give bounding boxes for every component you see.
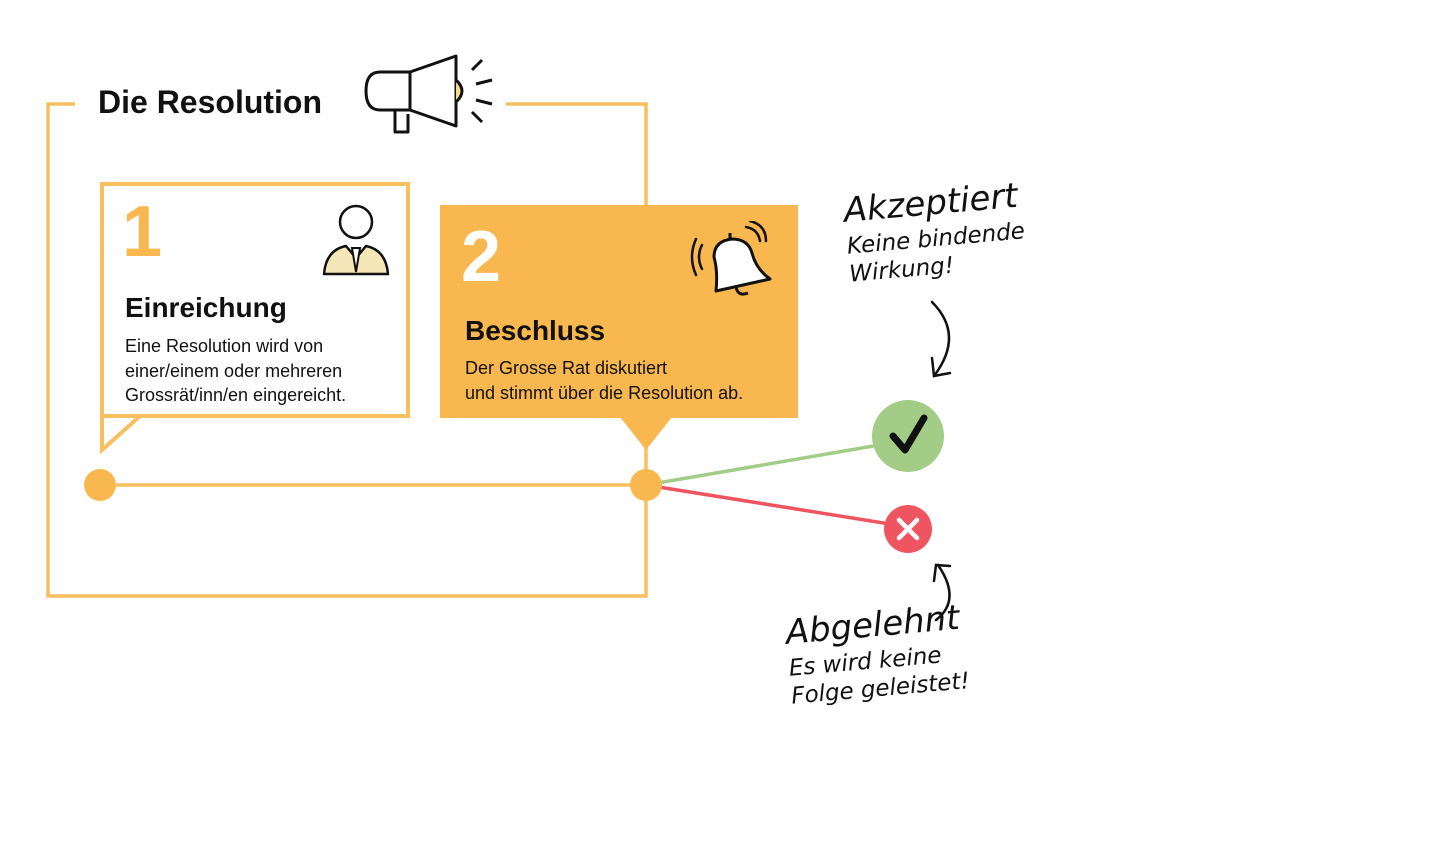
description-line: einer/einem oder mehreren [125, 360, 343, 381]
step-description: Der Grosse Rat diskutiert und stimmt übe… [465, 356, 743, 405]
rejected-line [645, 483, 891, 526]
bell-icon [690, 221, 772, 296]
outer-frame [46, 102, 648, 598]
description-line: Grossrät/inn/en eingereicht. [125, 385, 347, 405]
step-1-card: 1 Einreichung Eine Resolution wird von e… [100, 182, 410, 418]
step-number: 2 [461, 217, 502, 297]
box2-tail [620, 417, 672, 450]
step-description: Eine Resolution wird von einer/einem ode… [125, 334, 346, 408]
step-heading: Einreichung [125, 292, 287, 323]
rejected-note: Abgelehnt Es wird keine Folge geleistet! [784, 596, 971, 711]
arrow-rejected-icon [932, 563, 952, 622]
description-line: Der Grosse Rat diskutiert [465, 358, 668, 378]
cross-icon [896, 517, 920, 541]
accepted-line [645, 442, 886, 487]
box1-tail [100, 414, 142, 455]
timeline-dot-2 [630, 469, 662, 501]
accepted-note: Akzeptiert Keine bindende Wirkung! [842, 174, 1029, 289]
step-2-card: 2 Beschluss Der Grosse Rat diskutiert un… [440, 205, 798, 418]
diagram-title: Die Resolution [98, 84, 323, 120]
step-heading: Beschluss [465, 315, 606, 346]
step-number: 1 [122, 192, 163, 272]
description-line: Eine Resolution wird von [125, 336, 324, 356]
check-icon [889, 414, 928, 454]
accepted-circle [872, 400, 944, 472]
timeline-dot-1 [84, 469, 116, 501]
person-icon [322, 204, 390, 276]
megaphone-icon [364, 54, 493, 134]
arrow-accepted-icon [930, 300, 952, 378]
description-line: und stimmt über die Resolution ab. [465, 382, 744, 403]
